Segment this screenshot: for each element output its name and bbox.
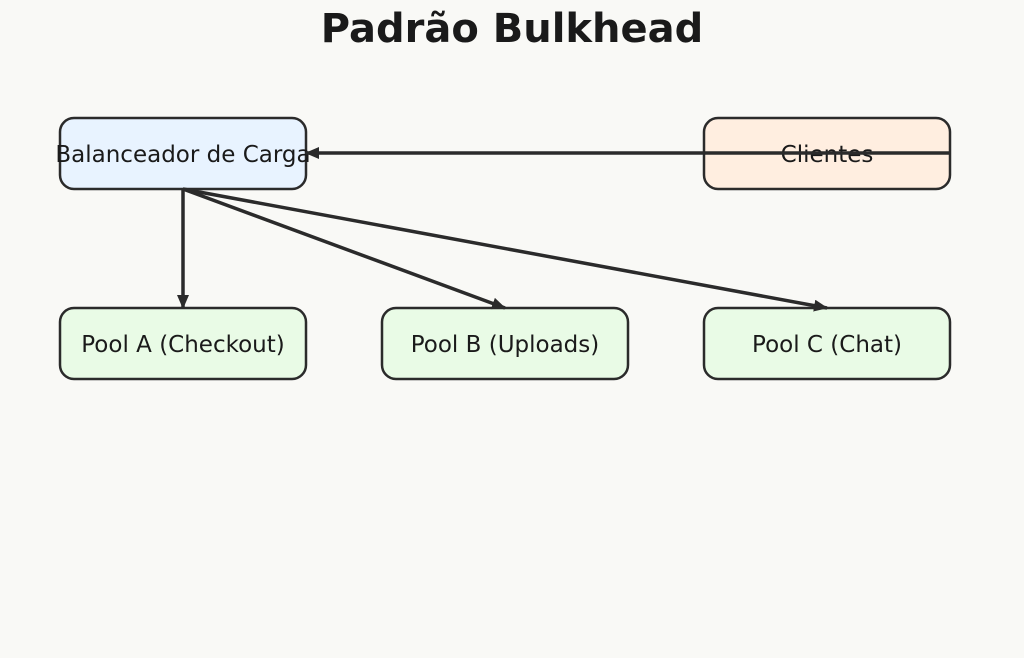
- node-pool-c: Pool C (Chat): [702, 306, 952, 381]
- node-pool-a: Pool A (Checkout): [58, 306, 308, 381]
- diagram-title: Padrão Bulkhead: [320, 6, 704, 52]
- node-pool-a-label: Pool A (Checkout): [81, 332, 285, 358]
- node-pool-b: Pool B (Uploads): [380, 306, 630, 381]
- node-balancer: Balanceador de Carga: [55, 116, 311, 191]
- edge-balancer-to-pool-c: [182, 187, 828, 312]
- node-pool-c-label: Pool C (Chat): [752, 332, 902, 358]
- node-clients-label: Clientes: [781, 142, 874, 168]
- node-pool-b-label: Pool B (Uploads): [411, 332, 600, 358]
- edge-balancer-to-pool-b: [182, 187, 506, 310]
- node-balancer-label: Balanceador de Carga: [55, 142, 310, 168]
